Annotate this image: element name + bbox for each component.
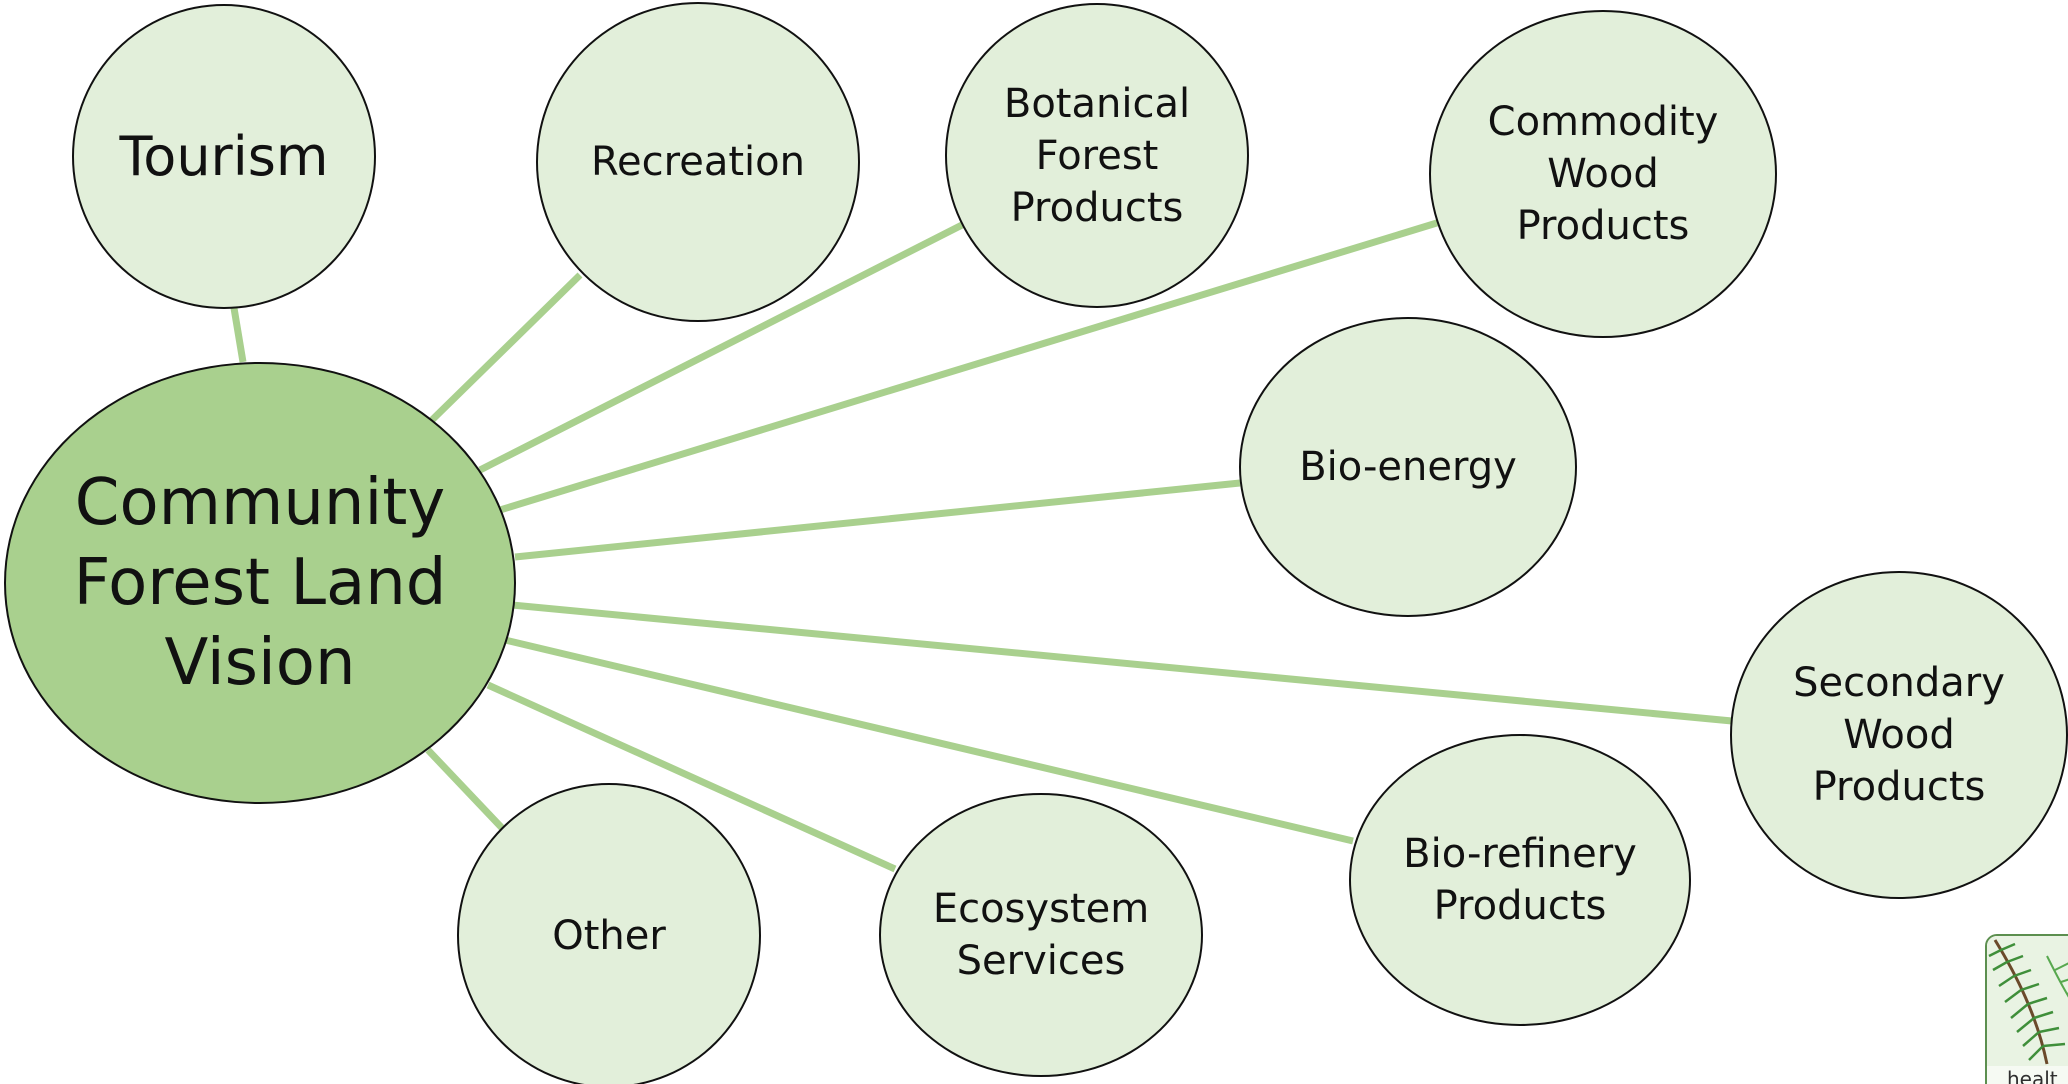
center-node-community-forest-land-vision: Community Forest Land Vision	[4, 362, 516, 804]
connector-ecosystem-services	[486, 681, 897, 873]
node-bio-energy: Bio-energy	[1239, 317, 1577, 617]
node-other: Other	[457, 783, 761, 1084]
node-secondary-wood-products: Secondary Wood Products	[1730, 571, 2068, 899]
node-other-label: Other	[552, 912, 666, 959]
connector-bio-refinery-products	[504, 636, 1354, 845]
node-ecosystem-services: Ecosystem Services	[879, 793, 1203, 1077]
node-bio-refinery-products: Bio-refinery Products	[1349, 734, 1691, 1026]
node-bio-refinery-products-label: Bio-refinery Products	[1403, 831, 1637, 929]
connector-commodity-wood-products	[498, 218, 1442, 514]
center-node-label: Community Forest Land Vision	[73, 466, 447, 700]
node-botanical-forest-products-label: Botanical Forest Products	[1003, 80, 1191, 231]
logo-text: healt	[2007, 1067, 2058, 1084]
node-ecosystem-services-label: Ecosystem Services	[932, 886, 1150, 984]
node-commodity-wood-products-label: Commodity Wood Products	[1487, 99, 1719, 249]
connector-tourism	[230, 307, 247, 363]
connector-recreation	[429, 272, 583, 423]
connector-bio-energy	[514, 479, 1241, 561]
connector-secondary-wood-products	[511, 601, 1733, 725]
node-commodity-wood-products: Commodity Wood Products	[1429, 10, 1777, 338]
connector-other	[425, 747, 505, 831]
node-bio-energy-label: Bio-energy	[1299, 444, 1517, 490]
node-tourism-label: Tourism	[119, 124, 329, 188]
connector-botanical-forest-products	[478, 221, 964, 474]
node-botanical-forest-products: Botanical Forest Products	[945, 3, 1249, 308]
node-recreation-label: Recreation	[591, 139, 805, 185]
node-tourism: Tourism	[72, 4, 376, 309]
node-secondary-wood-products-label: Secondary Wood Products	[1793, 660, 2005, 810]
pine-branch-icon	[1987, 936, 2068, 1066]
node-recreation: Recreation	[536, 2, 860, 322]
logo: healt	[1985, 934, 2068, 1084]
